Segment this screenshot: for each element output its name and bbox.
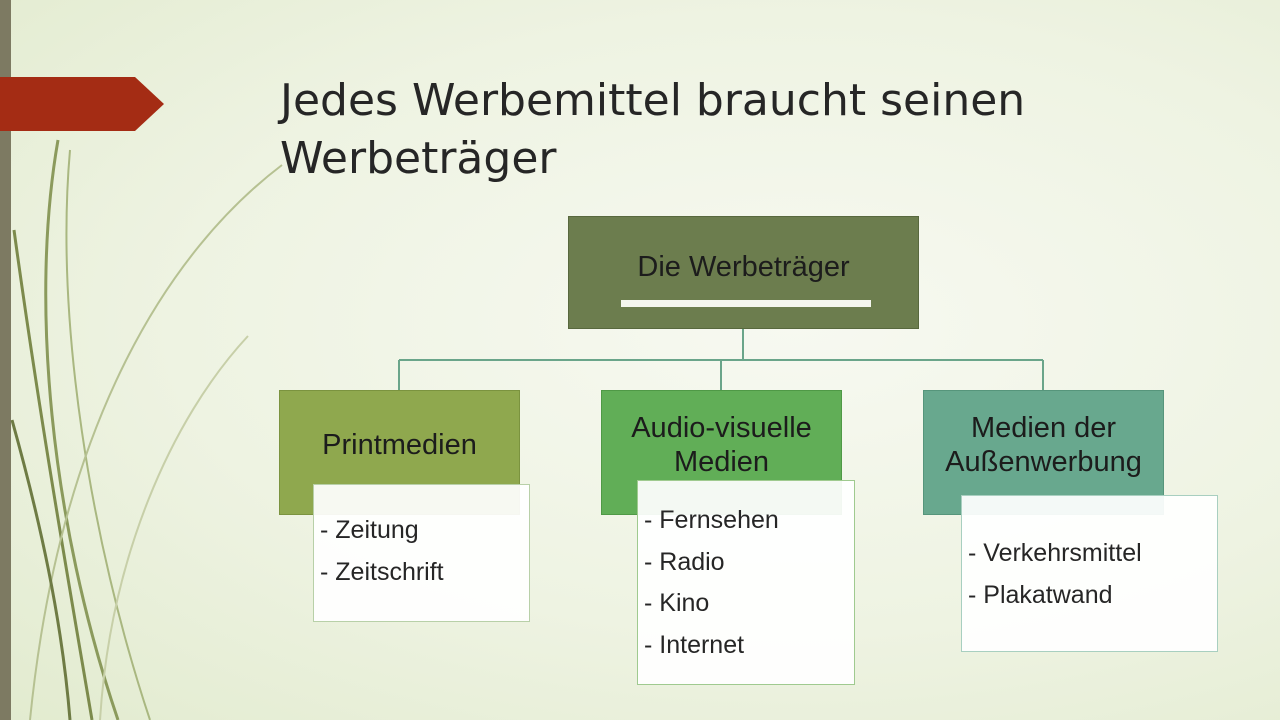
category-label: Audio-visuelle Medien xyxy=(631,411,812,478)
category-node-aussenwerbung: Medien der Außenwerbung xyxy=(923,390,1164,515)
list-item: - Kino xyxy=(644,589,710,617)
root-node-label: Die Werbeträger xyxy=(637,250,850,283)
grass-decoration xyxy=(10,139,283,720)
list-item: - Zeitung xyxy=(320,516,419,544)
grass-blade xyxy=(10,419,72,720)
list-item: - Verkehrsmittel xyxy=(968,539,1142,567)
sublist-audio-visuelle-medien: - Fernsehen - Radio - Kino - Internet xyxy=(637,480,855,685)
sublist-aussenwerbung: - Verkehrsmittel - Plakatwand xyxy=(961,495,1218,652)
root-node: Die Werbeträger xyxy=(568,216,919,329)
slide-title: Jedes Werbemittel braucht seinen Werbetr… xyxy=(280,75,1026,184)
grass-blade xyxy=(65,149,151,720)
category-label: Medien der Außenwerbung xyxy=(945,411,1142,478)
list-item: - Fernsehen xyxy=(644,506,779,534)
grass-blade xyxy=(12,229,94,720)
list-item: - Internet xyxy=(644,630,745,659)
grass-blade xyxy=(99,335,249,720)
list-item: - Plakatwand xyxy=(968,580,1113,609)
grass-blade xyxy=(44,139,120,720)
category-label: Printmedien xyxy=(322,428,477,461)
title-arrow-marker xyxy=(0,77,164,131)
grass-blade xyxy=(29,164,283,720)
left-accent-bar xyxy=(0,0,11,720)
list-item: - Zeitschrift xyxy=(320,557,444,586)
root-underline xyxy=(621,300,871,307)
list-item: - Radio xyxy=(644,547,725,576)
sublist-printmedien: - Zeitung - Zeitschrift xyxy=(313,484,530,622)
